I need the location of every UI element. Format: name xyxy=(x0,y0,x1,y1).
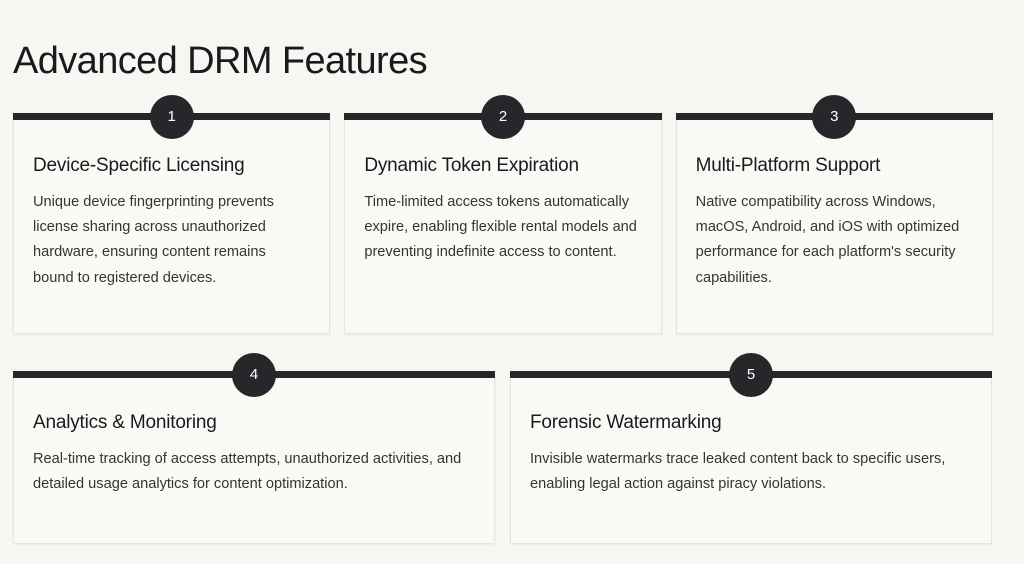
card-description: Real-time tracking of access attempts, u… xyxy=(33,451,462,493)
card-content: Forensic Watermarking Invisible watermar… xyxy=(511,371,991,497)
card-number-badge: 4 xyxy=(232,353,276,397)
feature-card-2[interactable]: 2 Dynamic Token Expiration Time-limited … xyxy=(344,95,662,334)
card-description: Time-limited access tokens automatically… xyxy=(364,194,637,261)
card-content: Multi-Platform Support Native compatibil… xyxy=(677,113,992,291)
card-content: Device-Specific Licensing Unique device … xyxy=(14,113,329,291)
card-number-badge: 5 xyxy=(729,353,773,397)
feature-card-3[interactable]: 3 Multi-Platform Support Native compatib… xyxy=(675,95,993,334)
card-content: Dynamic Token Expiration Time-limited ac… xyxy=(345,113,660,266)
card-title: Dynamic Token Expiration xyxy=(364,155,579,176)
feature-row-bottom: 4 Analytics & Monitoring Real-time track… xyxy=(13,353,992,544)
card-description: Native compatibility across Windows, mac… xyxy=(695,194,960,286)
card-title: Forensic Watermarking xyxy=(530,412,722,433)
card-number-badge: 3 xyxy=(812,95,857,139)
card-description: Unique device fingerprinting prevents li… xyxy=(33,194,274,286)
card-content: Analytics & Monitoring Real-time trackin… xyxy=(14,371,494,497)
feature-row-top: 1 Device-Specific Licensing Unique devic… xyxy=(13,95,993,334)
card-title: Multi-Platform Support xyxy=(695,155,881,176)
page-title: Advanced DRM Features xyxy=(13,40,428,83)
feature-card-5[interactable]: 5 Forensic Watermarking Invisible waterm… xyxy=(510,353,992,544)
card-number-badge: 1 xyxy=(149,95,194,139)
feature-card-1[interactable]: 1 Device-Specific Licensing Unique devic… xyxy=(13,95,331,334)
card-title: Analytics & Monitoring xyxy=(33,412,217,433)
feature-card-4[interactable]: 4 Analytics & Monitoring Real-time track… xyxy=(13,353,495,544)
card-number-badge: 2 xyxy=(480,95,525,139)
card-description: Invisible watermarks trace leaked conten… xyxy=(530,451,946,493)
card-title: Device-Specific Licensing xyxy=(33,155,245,176)
